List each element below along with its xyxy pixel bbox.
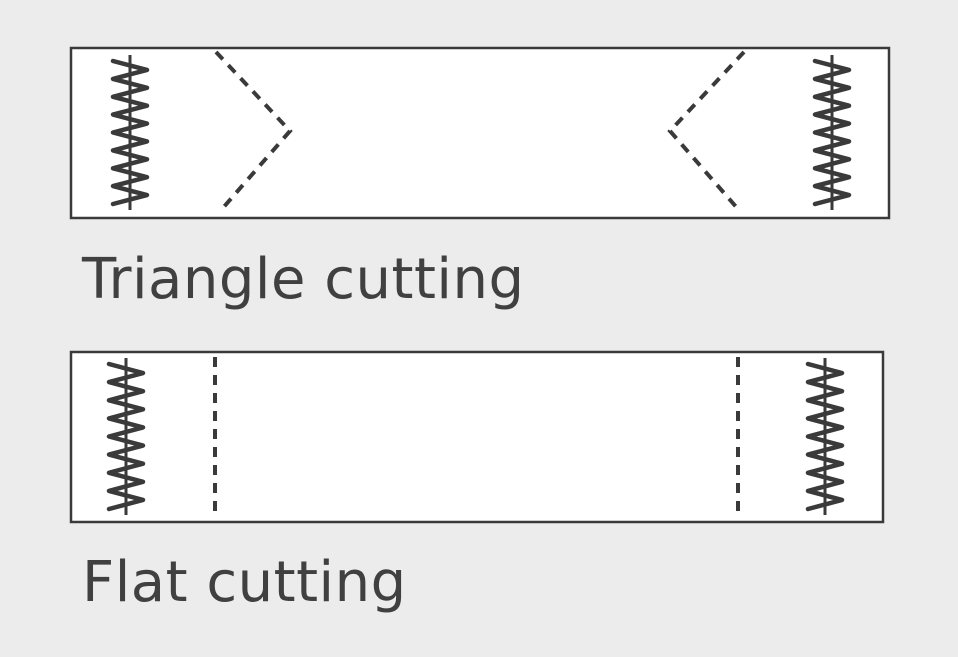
- cut-line-right: [667, 50, 746, 211]
- flat-cutting-strip: [69, 350, 885, 524]
- strip-outline: [69, 350, 885, 524]
- stitch-left: [106, 358, 146, 515]
- stitch-right: [812, 55, 852, 210]
- caption-flat-cutting: Flat cutting: [82, 550, 407, 615]
- zigzag-thread: [812, 58, 852, 207]
- caption-triangle-cutting: Triangle cutting: [82, 247, 525, 312]
- zigzag-thread: [106, 361, 146, 512]
- stitch-left: [110, 55, 150, 210]
- triangle-cutting-strip: [69, 46, 891, 220]
- stitch-right: [805, 358, 845, 515]
- zigzag-thread: [805, 361, 845, 512]
- cut-line-left: [214, 50, 293, 211]
- zigzag-thread: [110, 58, 150, 207]
- strip-outline: [69, 46, 891, 220]
